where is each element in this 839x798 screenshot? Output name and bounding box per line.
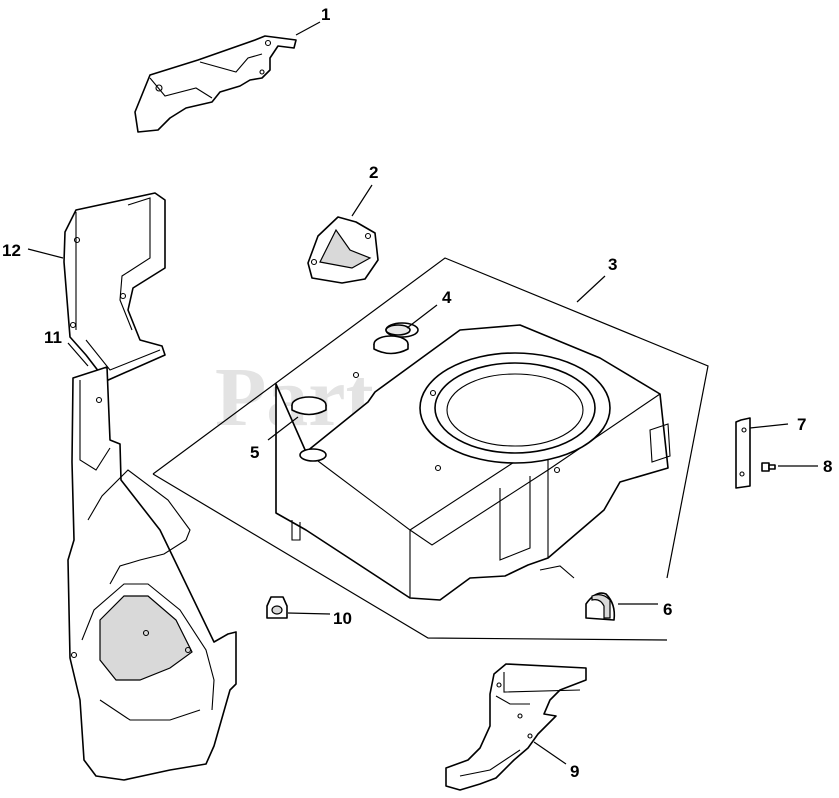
part-5-plug[interactable]	[291, 396, 327, 416]
callout-4[interactable]: 4	[442, 288, 452, 307]
part-11-lower-shroud[interactable]	[67, 366, 237, 781]
leader-5	[267, 416, 299, 441]
part-6-cap[interactable]	[585, 592, 616, 621]
part-12-side-baffle[interactable]	[63, 192, 166, 382]
callout-2[interactable]: 2	[369, 163, 378, 182]
callout-3[interactable]: 3	[608, 255, 617, 274]
leader-12	[27, 248, 64, 259]
callout-7[interactable]: 7	[797, 415, 806, 434]
callout-11[interactable]: 11	[44, 328, 62, 347]
leader-3	[576, 275, 606, 303]
part-10-grommet[interactable]	[266, 596, 288, 619]
callout-9[interactable]: 9	[570, 762, 579, 781]
leader-10	[287, 612, 331, 615]
part-1-bracket[interactable]	[134, 35, 297, 133]
part-9-bracket[interactable]	[445, 663, 587, 791]
part-4-plug[interactable]	[373, 335, 409, 355]
leader-1	[295, 21, 321, 36]
callout-6[interactable]: 6	[663, 600, 672, 619]
callout-12[interactable]: 12	[2, 241, 21, 260]
callout-8[interactable]: 8	[823, 457, 832, 476]
callout-1[interactable]: 1	[321, 5, 330, 24]
part-7-plate[interactable]	[735, 417, 751, 489]
callout-10[interactable]: 10	[333, 609, 352, 628]
part-8-screw[interactable]	[761, 462, 776, 472]
part-2-baffle[interactable]	[307, 216, 379, 284]
assembly-outline-3	[152, 257, 709, 641]
leader-2	[351, 184, 373, 217]
part-3-blower-housing[interactable]	[275, 322, 671, 601]
leader-11	[67, 342, 89, 367]
leader-4	[406, 304, 438, 329]
callout-5[interactable]: 5	[250, 443, 259, 462]
leader-7	[749, 423, 789, 429]
leader-9	[533, 741, 567, 765]
